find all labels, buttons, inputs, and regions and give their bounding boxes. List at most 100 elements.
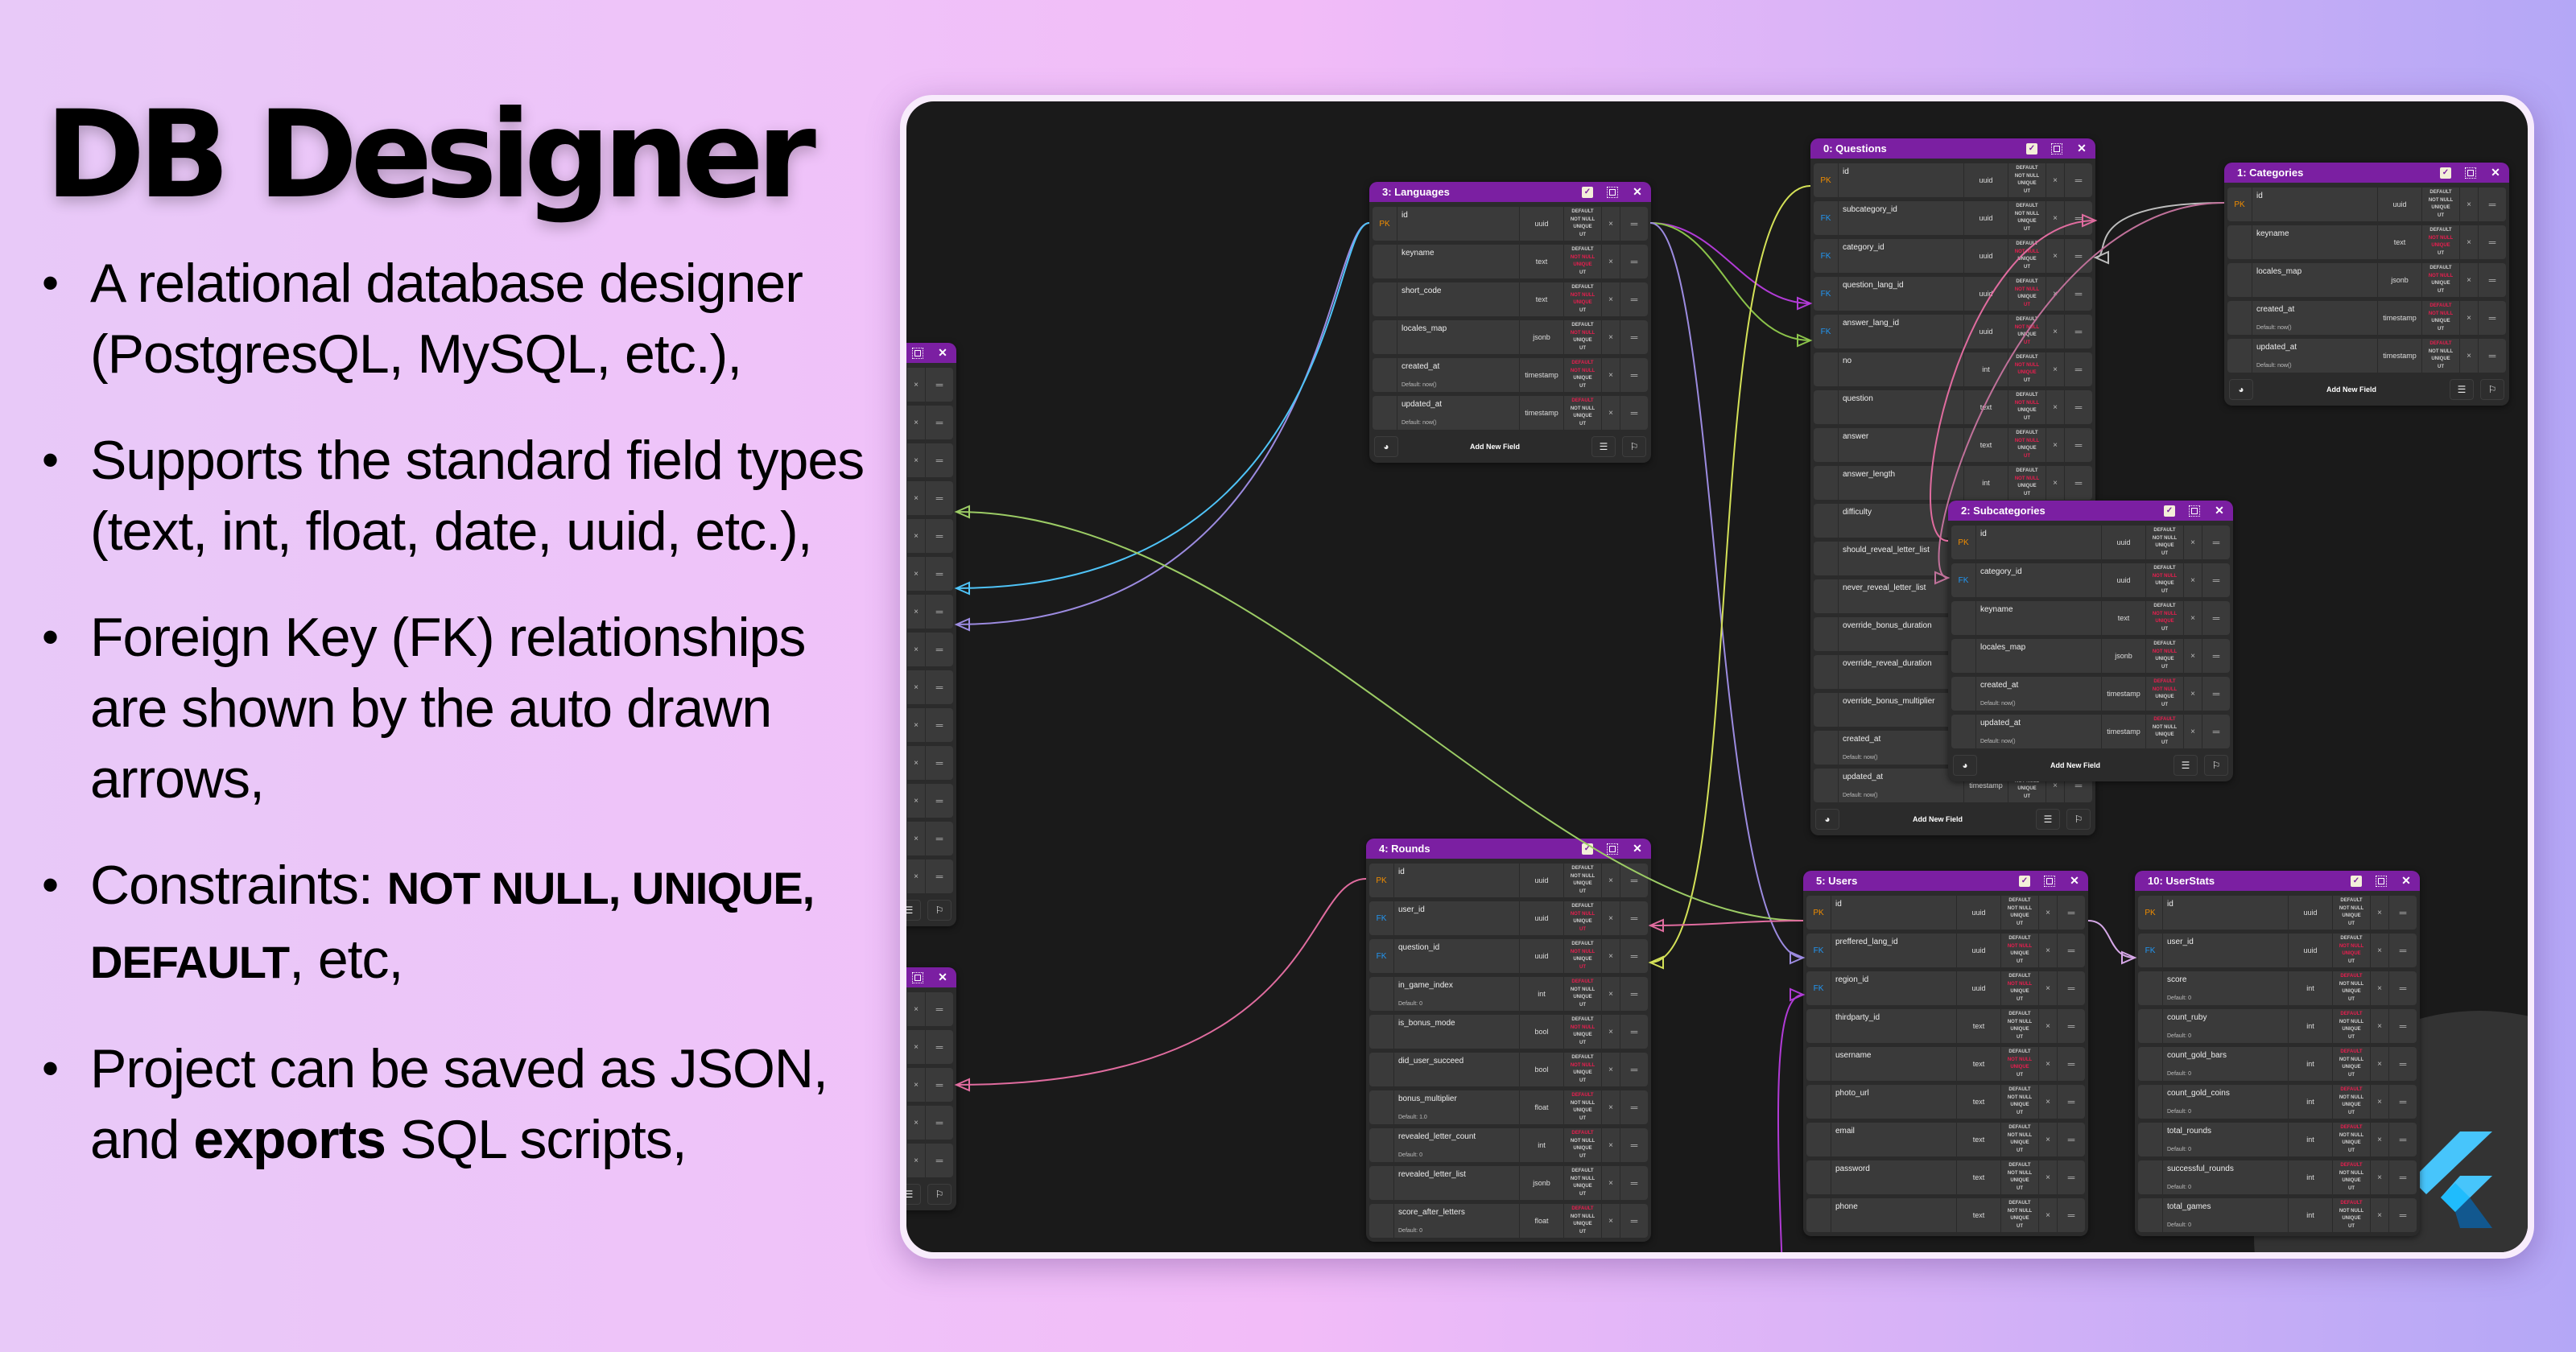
constraint-toggle[interactable]: UNIQUE — [2017, 786, 2037, 791]
delete-field-icon[interactable]: × — [2371, 1198, 2389, 1232]
drag-handle-icon[interactable]: ═ — [1630, 988, 1638, 1000]
flag-icon[interactable]: ⚐ — [2066, 809, 2091, 830]
constraint-toggle[interactable]: DEFAULT — [2016, 279, 2038, 284]
field-type[interactable]: text — [1957, 1047, 2001, 1081]
constraint-toggle[interactable]: NOT NULL — [2152, 573, 2178, 579]
delete-field-icon[interactable]: × — [2460, 188, 2479, 221]
constraint-toggle[interactable]: UNIQUE — [1573, 338, 1592, 343]
delete-field-icon[interactable]: × — [2046, 163, 2065, 197]
constraint-toggle[interactable]: DEFAULT — [1571, 361, 1594, 365]
field-type[interactable]: uuid — [2378, 188, 2422, 221]
field-name[interactable]: user_id — [1394, 901, 1520, 935]
constraint-toggle[interactable]: UNIQUE — [2017, 446, 2037, 451]
drag-handle-icon[interactable]: ═ — [2399, 1058, 2407, 1070]
delete-field-icon[interactable]: × — [907, 368, 926, 402]
select-icon[interactable] — [2189, 505, 2200, 517]
constraint-toggle[interactable]: DEFAULT — [1571, 942, 1594, 946]
delete-field-icon[interactable]: × — [2039, 971, 2058, 1005]
check-icon[interactable]: ✓ — [2019, 875, 2030, 887]
field-name[interactable]: id — [1976, 526, 2102, 559]
field-type[interactable]: timestamp — [1520, 358, 1564, 392]
constraint-toggle[interactable]: UNIQUE — [1573, 1070, 1592, 1075]
delete-field-icon[interactable]: × — [907, 481, 926, 515]
field-name[interactable]: count_ruby Default: 0 — [2163, 1009, 2289, 1043]
drag-handle-icon[interactable]: ═ — [1630, 294, 1638, 305]
select-icon[interactable] — [1607, 843, 1618, 855]
delete-field-icon[interactable]: × — [907, 670, 926, 704]
constraint-toggle[interactable]: UT — [2024, 340, 2030, 345]
constraint-toggle[interactable]: DEFAULT — [2340, 1201, 2363, 1206]
field-name[interactable]: question — [1839, 390, 1964, 424]
constraint-toggle[interactable]: DEFAULT — [2153, 566, 2176, 571]
constraint-toggle[interactable]: NOT NULL — [2014, 324, 2040, 330]
delete-field-icon[interactable]: × — [2371, 934, 2389, 967]
field-type[interactable]: int — [1520, 977, 1564, 1011]
constraint-toggle[interactable]: UNIQUE — [2017, 484, 2037, 488]
field-name[interactable]: subcategory_id — [1839, 201, 1964, 235]
constraint-toggle[interactable]: NOT NULL — [1570, 873, 1596, 879]
constraint-toggle[interactable]: UNIQUE — [2342, 1065, 2361, 1070]
constraint-toggle[interactable]: NOT NULL — [2428, 348, 2454, 354]
drag-handle-icon[interactable]: ═ — [935, 833, 943, 844]
constraint-toggle[interactable]: UT — [2024, 302, 2030, 307]
drag-handle-icon[interactable]: ═ — [1630, 407, 1638, 418]
constraint-toggle[interactable]: UNIQUE — [2342, 989, 2361, 994]
field-name[interactable]: never_reveal_letter_list — [1839, 579, 1964, 613]
constraint-toggle[interactable]: DEFAULT — [2340, 1087, 2363, 1092]
constraint-toggle[interactable]: UNIQUE — [1573, 225, 1592, 229]
constraint-toggle[interactable]: UNIQUE — [2342, 913, 2361, 918]
delete-field-icon[interactable]: × — [2039, 934, 2058, 967]
flag-icon[interactable]: ⚐ — [2480, 379, 2504, 400]
constraint-toggle[interactable]: UT — [1579, 270, 1586, 275]
field-type[interactable]: text — [1964, 390, 2008, 424]
flag-icon[interactable]: ⚐ — [2204, 755, 2228, 776]
field-name[interactable]: keyname — [1976, 601, 2102, 635]
constraint-toggle[interactable]: NOT NULL — [2428, 197, 2454, 203]
delete-field-icon[interactable]: × — [907, 784, 926, 818]
delete-field-icon[interactable]: × — [1602, 901, 1620, 935]
constraint-toggle[interactable]: NOT NULL — [2152, 611, 2178, 616]
constraint-toggle[interactable]: UT — [2348, 1072, 2355, 1078]
constraint-toggle[interactable]: UNIQUE — [2010, 989, 2029, 994]
constraint-toggle[interactable]: UT — [2017, 1148, 2023, 1153]
field-name[interactable]: locales_map — [1976, 639, 2102, 673]
field-name[interactable]: short_code — [1397, 282, 1520, 316]
constraint-toggle[interactable]: UT — [2024, 226, 2030, 232]
drag-handle-icon[interactable]: ═ — [2488, 199, 2496, 210]
drag-handle-icon[interactable]: ═ — [935, 417, 943, 428]
delete-field-icon[interactable]: × — [2046, 428, 2065, 462]
field-name[interactable]: id — [1394, 864, 1520, 897]
constraint-toggle[interactable]: UT — [1579, 1040, 1586, 1045]
constraint-toggle[interactable]: NOT NULL — [1570, 292, 1596, 298]
comment-icon[interactable]: ☰ — [2450, 379, 2474, 400]
field-row[interactable]: created_at Default: now() timestamp DEFA… — [1951, 677, 2230, 711]
field-type[interactable]: int — [2289, 1123, 2333, 1156]
constraint-toggle[interactable]: UNIQUE — [2155, 619, 2174, 624]
field-type[interactable]: jsonb — [1520, 320, 1564, 354]
drag-handle-icon[interactable]: ═ — [935, 1117, 943, 1128]
constraint-toggle[interactable]: DEFAULT — [1571, 1131, 1594, 1136]
constraint-toggle[interactable]: NOT NULL — [2339, 943, 2364, 949]
constraint-toggle[interactable]: DEFAULT — [2016, 204, 2038, 208]
constraint-toggle[interactable]: UNIQUE — [2431, 319, 2450, 324]
field-type[interactable]: text — [1957, 1198, 2001, 1232]
